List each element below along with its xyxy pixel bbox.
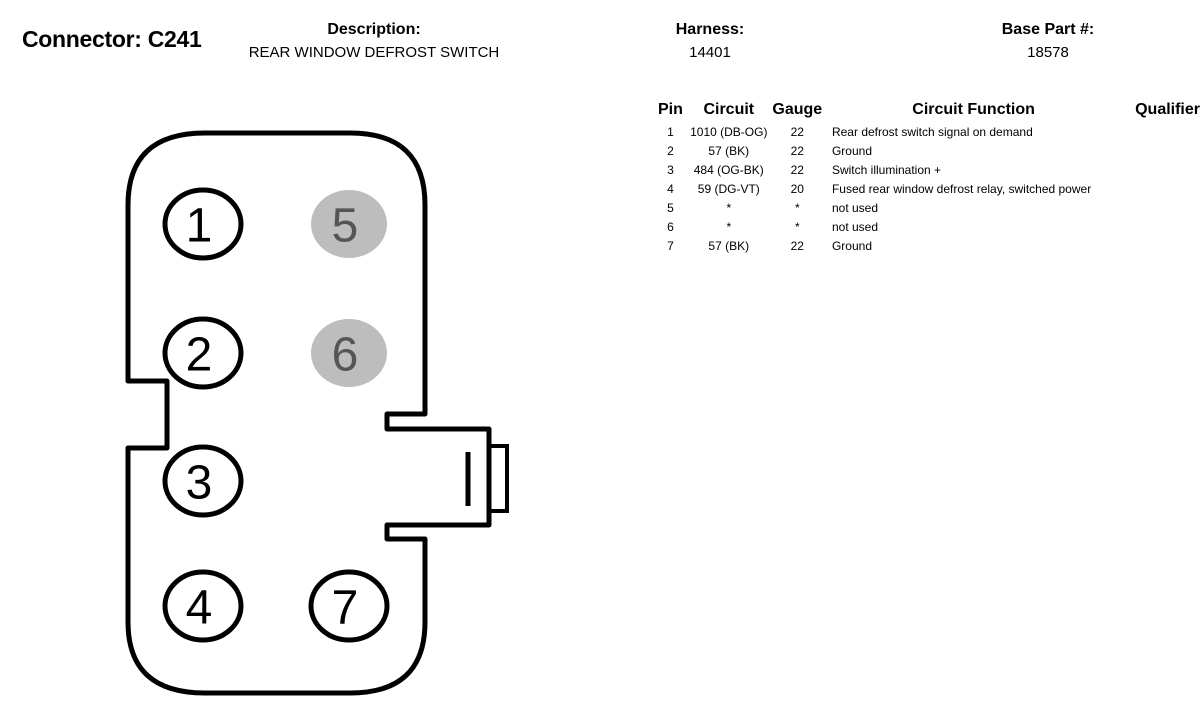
header-function: Circuit Function bbox=[912, 101, 1035, 118]
cell-qualifier bbox=[1121, 198, 1200, 217]
cell-pin: 5 bbox=[667, 200, 674, 215]
cell-circuit: 57 (BK) bbox=[708, 143, 750, 158]
cell-circuit: * bbox=[726, 200, 732, 215]
cell-qualifier bbox=[1121, 236, 1200, 255]
pin-4-cavity: 4 bbox=[162, 569, 244, 643]
cell-pin: 7 bbox=[667, 238, 674, 253]
cell-circuit: 57 (BK) bbox=[708, 238, 750, 253]
cell-function: Ground bbox=[831, 238, 872, 253]
cell-function: Rear defrost switch signal on demand bbox=[831, 124, 1033, 139]
cell-gauge: 20 bbox=[790, 181, 804, 196]
cell-function: not used bbox=[831, 200, 879, 215]
pin-5-label: 5 bbox=[332, 200, 359, 253]
pin-2-label: 2 bbox=[186, 329, 213, 382]
cell-gauge: 22 bbox=[790, 124, 804, 139]
cell-pin: 6 bbox=[667, 219, 674, 234]
cell-qualifier bbox=[1121, 217, 1200, 236]
cell-pin: 3 bbox=[667, 162, 674, 177]
pin-6-circle bbox=[311, 319, 387, 387]
cell-circuit: * bbox=[726, 219, 732, 234]
pin-4-label: 4 bbox=[186, 582, 213, 635]
pin-2-circle bbox=[162, 316, 244, 390]
pin-1-circle bbox=[162, 187, 244, 261]
table-row: 2 57 (BK) 22 Ground bbox=[652, 141, 1200, 160]
header-qualifier: Qualifier bbox=[1135, 101, 1200, 118]
cell-qualifier bbox=[1121, 160, 1200, 179]
pin-6-cavity: 6 bbox=[311, 319, 387, 387]
pin-1-cavity: 1 bbox=[162, 187, 244, 261]
table-row: 1 1010 (DB-OG) 22 Rear defrost switch si… bbox=[652, 122, 1200, 141]
base-part-label: Base Part #: bbox=[1001, 21, 1095, 38]
cell-circuit: 1010 (DB-OG) bbox=[690, 124, 768, 139]
pin-4-circle bbox=[162, 569, 244, 643]
cell-gauge: * bbox=[794, 200, 800, 215]
cell-gauge: 22 bbox=[790, 143, 804, 158]
table-row: 3 484 (OG-BK) 22 Switch illumination + bbox=[652, 160, 1200, 179]
cell-circuit: 484 (OG-BK) bbox=[693, 162, 764, 177]
cell-gauge: 22 bbox=[790, 162, 804, 177]
connector-housing-outline bbox=[125, 130, 492, 696]
pinout-table: Pin Circuit Gauge Circuit Function Quali… bbox=[652, 101, 1200, 255]
pin-5-circle bbox=[311, 190, 387, 258]
pin-7-circle bbox=[308, 569, 390, 643]
cell-qualifier bbox=[1121, 122, 1200, 141]
header-pin: Pin bbox=[658, 101, 683, 118]
harness-value: 14401 bbox=[689, 44, 731, 61]
cell-function: Ground bbox=[831, 143, 872, 158]
base-part-value: 18578 bbox=[1027, 44, 1069, 61]
connector-title: Connector: C241 bbox=[22, 26, 202, 52]
table-header-row: Pin Circuit Gauge Circuit Function Quali… bbox=[652, 101, 1200, 122]
cell-pin: 2 bbox=[667, 143, 674, 158]
pin-6-label: 6 bbox=[332, 329, 359, 382]
pin-1-label: 1 bbox=[186, 200, 213, 253]
cell-circuit: 59 (DG-VT) bbox=[697, 181, 760, 196]
harness-label: Harness: bbox=[675, 21, 745, 38]
cell-pin: 1 bbox=[667, 124, 674, 139]
cell-qualifier bbox=[1121, 141, 1200, 160]
description-label: Description: bbox=[327, 21, 421, 38]
pin-3-label: 3 bbox=[186, 457, 213, 510]
pin-7-label: 7 bbox=[332, 582, 359, 635]
table-row: 7 57 (BK) 22 Ground bbox=[652, 236, 1200, 255]
cell-function: Fused rear window defrost relay, switche… bbox=[831, 181, 1092, 196]
header-circuit: Circuit bbox=[703, 101, 755, 118]
cell-gauge: * bbox=[794, 219, 800, 234]
pin-3-circle bbox=[162, 444, 244, 518]
table-row: 5 * * not used bbox=[652, 198, 1200, 217]
table-row: 4 59 (DG-VT) 20 Fused rear window defros… bbox=[652, 179, 1200, 198]
cell-function: not used bbox=[831, 219, 879, 234]
cell-gauge: 22 bbox=[790, 238, 804, 253]
header-gauge: Gauge bbox=[772, 101, 823, 118]
description-value: REAR WINDOW DEFROST SWITCH bbox=[248, 44, 500, 61]
cell-function: Switch illumination + bbox=[831, 162, 942, 177]
pin-2-cavity: 2 bbox=[162, 316, 244, 390]
cell-qualifier bbox=[1121, 179, 1200, 198]
pin-5-cavity: 5 bbox=[311, 190, 387, 258]
pin-3-cavity: 3 bbox=[162, 444, 244, 518]
pin-7-cavity: 7 bbox=[308, 569, 390, 643]
table-row: 6 * * not used bbox=[652, 217, 1200, 236]
latch-inner-bracket bbox=[489, 444, 509, 513]
cell-pin: 4 bbox=[667, 181, 674, 196]
